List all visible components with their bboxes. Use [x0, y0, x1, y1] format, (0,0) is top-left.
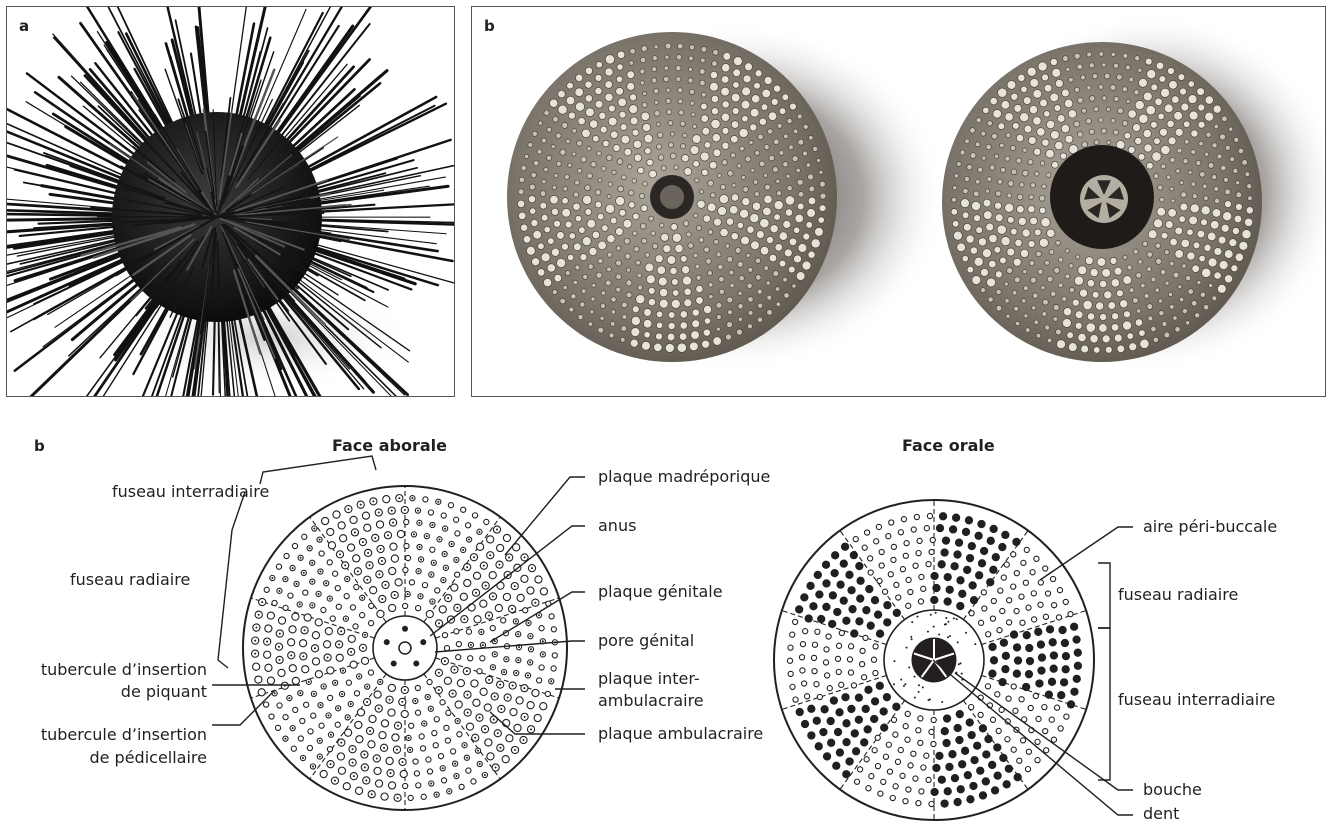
- leader-bouche: [955, 673, 1133, 790]
- label-bouche: bouche: [1143, 780, 1202, 800]
- leader-anus: [430, 526, 585, 636]
- leader-tubercule-pedicellaire: [212, 690, 275, 725]
- photo-panel-a: a: [6, 6, 455, 397]
- label-plaque-inter-2: ambulacraire: [598, 691, 704, 711]
- oral-test-drawing: [774, 500, 1094, 820]
- label-fuseau-interradiaire-oral: fuseau interradiaire: [1118, 690, 1275, 710]
- urchin-test-aboral-photo: [507, 22, 947, 372]
- label-tubercule-pedicellaire-2: de pédicellaire: [14, 748, 207, 768]
- label-plaque-madreporique: plaque madréporique: [598, 467, 770, 487]
- label-tubercule-piquant-2: de piquant: [14, 682, 207, 702]
- label-tubercule-pedicellaire-1: tubercule d’insertion: [14, 725, 207, 745]
- fuseau-interradiaire-bracket: [260, 456, 376, 484]
- label-aire-peri-buccale: aire péri-buccale: [1143, 517, 1277, 537]
- aboral-test-drawing: [243, 486, 567, 810]
- urchin-test-oral-photo: [942, 12, 1326, 372]
- label-plaque-ambulacraire: plaque ambulacraire: [598, 724, 763, 744]
- sea-urchin-with-spines-photo: [7, 7, 455, 397]
- label-tubercule-piquant-1: tubercule d’insertion: [14, 660, 207, 680]
- urchin-test-photos: [472, 7, 1326, 397]
- leader-pore-genital: [435, 641, 585, 652]
- leader-plaque-madreporique: [505, 477, 585, 555]
- leader-plaque-genitale: [490, 592, 585, 642]
- label-fuseau-radiaire-oral: fuseau radiaire: [1118, 585, 1238, 605]
- fuseau-radiaire-bracket: [218, 492, 245, 668]
- label-pore-genital: pore génital: [598, 631, 694, 651]
- leader-dent: [933, 660, 1133, 815]
- label-fuseau-radiaire-aboral: fuseau radiaire: [70, 570, 190, 590]
- leader-aire-peri-buccale: [1040, 527, 1133, 580]
- label-plaque-genitale: plaque génitale: [598, 582, 723, 602]
- label-fuseau-interradiaire-aboral: fuseau interradiaire: [112, 482, 269, 502]
- face-aborale-title: Face aborale: [332, 436, 447, 455]
- face-orale-title: Face orale: [902, 436, 995, 455]
- label-anus: anus: [598, 516, 636, 536]
- leader-plaque-ambulacraire: [490, 712, 585, 734]
- label-plaque-inter-1: plaque inter-: [598, 669, 700, 689]
- fuseau-radiaire-bracket-oral: [1098, 563, 1110, 628]
- fuseau-interradiaire-bracket-oral: [1098, 628, 1110, 780]
- photo-panel-b: b: [471, 6, 1326, 397]
- label-dent: dent: [1143, 804, 1179, 824]
- panel-label-b-diagram: b: [34, 437, 45, 455]
